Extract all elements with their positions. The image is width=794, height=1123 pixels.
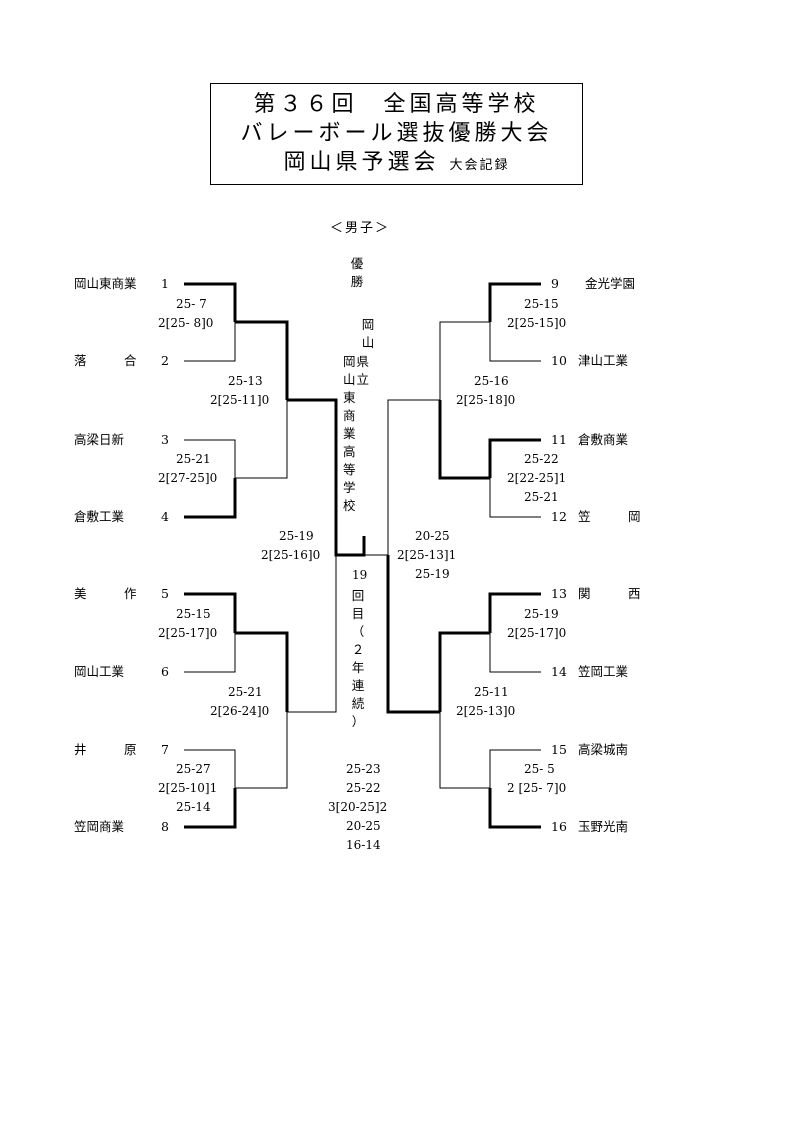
- team-right-10-name: 津山工業: [578, 353, 629, 368]
- team-right-9-num: 9: [551, 276, 559, 291]
- score-lq2-result: 2[26-24]0: [210, 704, 270, 718]
- score-l2-result: 2[27-25]0: [158, 471, 218, 485]
- score-ls-result: 2[25-16]0: [261, 548, 321, 562]
- score-final-result: 3[20-25]2: [328, 800, 388, 814]
- score-rq2-result: 2[25-13]0: [456, 704, 516, 718]
- title-line-2: バレーボール選抜優勝大会: [240, 121, 553, 146]
- score-lq1-result: 2[25-11]0: [210, 393, 270, 407]
- score-final-set2: 25-22: [346, 781, 381, 795]
- score-l3-set1: 25-15: [176, 607, 211, 621]
- team-right-10-num: 10: [551, 353, 567, 368]
- team-left-4-num: 4: [161, 509, 169, 524]
- team-left-3-name: 高梁日新: [74, 432, 125, 447]
- team-left-8-name: 笠岡商業: [74, 819, 125, 834]
- score-r1-result: 2[25-15]0: [507, 316, 567, 330]
- team-right-15-name: 高梁城南: [578, 742, 629, 757]
- score-r1-set1: 25-15: [524, 297, 559, 311]
- score-rq2-set1: 25-11: [474, 685, 509, 699]
- team-left-8-num: 8: [161, 819, 169, 834]
- title-line-1: 第３６回 全国高等学校: [253, 92, 540, 117]
- score-lq2-set1: 25-21: [228, 685, 263, 699]
- title-line-3-sub: 大会記録: [449, 158, 510, 173]
- winner-label: 優勝: [350, 256, 364, 289]
- team-right-11-num: 11: [551, 432, 567, 447]
- score-final-set1: 25-23: [346, 762, 381, 776]
- team-left-1-num: 1: [161, 276, 169, 291]
- team-left-6-num: 6: [161, 664, 169, 679]
- team-left-6-name: 岡山工業: [74, 664, 125, 679]
- team-left-2-num: 2: [161, 353, 169, 368]
- division-label: ＜男子＞: [330, 221, 391, 236]
- team-right-14-name: 笠岡工業: [578, 664, 629, 679]
- score-l4-result: 2[25-10]1: [158, 781, 218, 795]
- score-r2-set1: 25-22: [524, 452, 559, 466]
- team-left-5-name: 美 作: [74, 586, 137, 601]
- score-rq1-result: 2[25-18]0: [456, 393, 516, 407]
- team-right-13-name: 関 西: [578, 586, 641, 601]
- team-left-1-name: 岡山東商業: [74, 276, 137, 291]
- score-r3-set1: 25-19: [524, 607, 559, 621]
- title-line-3-main: 岡山県予選会: [283, 150, 440, 175]
- score-rs-result: 2[25-13]1: [397, 548, 457, 562]
- score-r4-result: 2 [25- 7]0: [507, 781, 567, 795]
- score-r2-set3: 25-21: [524, 490, 559, 504]
- score-rs-set3: 25-19: [415, 567, 450, 581]
- score-l4-set3: 25-14: [176, 800, 211, 814]
- title-box: 第３６回 全国高等学校 バレーボール選抜優勝大会 岡山県予選会大会記録: [210, 83, 583, 185]
- team-right-12-name: 笠 岡: [578, 509, 641, 524]
- score-l4-set1: 25-27: [176, 762, 211, 776]
- team-left-7-name: 井 原: [74, 742, 137, 757]
- team-right-13-num: 13: [551, 586, 567, 601]
- score-r4-set1: 25- 5: [524, 762, 555, 776]
- score-l1-result: 2[25- 8]0: [158, 316, 214, 330]
- winner-times-number: 19: [352, 568, 368, 582]
- title-line-3: 岡山県予選会大会記録: [211, 151, 582, 178]
- score-rs-set1: 20-25: [415, 529, 450, 543]
- score-rq1-set1: 25-16: [474, 374, 509, 388]
- team-right-15-num: 15: [551, 742, 567, 757]
- team-right-9-name: 金光学園: [585, 276, 636, 291]
- score-r2-result: 2[22-25]1: [507, 471, 567, 485]
- score-l2-set1: 25-21: [176, 452, 211, 466]
- team-left-3-num: 3: [161, 432, 169, 447]
- team-right-11-name: 倉敷商業: [578, 432, 629, 447]
- score-r3-result: 2[25-17]0: [507, 626, 567, 640]
- team-left-5-num: 5: [161, 586, 169, 601]
- score-lq1-set1: 25-13: [228, 374, 263, 388]
- score-l3-result: 2[25-17]0: [158, 626, 218, 640]
- team-left-7-num: 7: [161, 742, 169, 757]
- team-left-2-name: 落 合: [74, 353, 137, 368]
- team-left-4-name: 倉敷工業: [74, 509, 125, 524]
- score-final-set5: 16-14: [346, 838, 381, 852]
- winner-school-col1: 岡山: [361, 317, 375, 350]
- score-ls-set1: 25-19: [279, 529, 314, 543]
- score-l1-set1: 25- 7: [176, 297, 207, 311]
- team-right-12-num: 12: [551, 509, 567, 524]
- score-final-set4: 20-25: [346, 819, 381, 833]
- team-right-14-num: 14: [551, 664, 567, 679]
- team-right-16-num: 16: [551, 819, 567, 834]
- team-right-16-name: 玉野光南: [578, 819, 629, 834]
- winner-school-col2: 岡県山立東商業高等学校: [343, 354, 371, 513]
